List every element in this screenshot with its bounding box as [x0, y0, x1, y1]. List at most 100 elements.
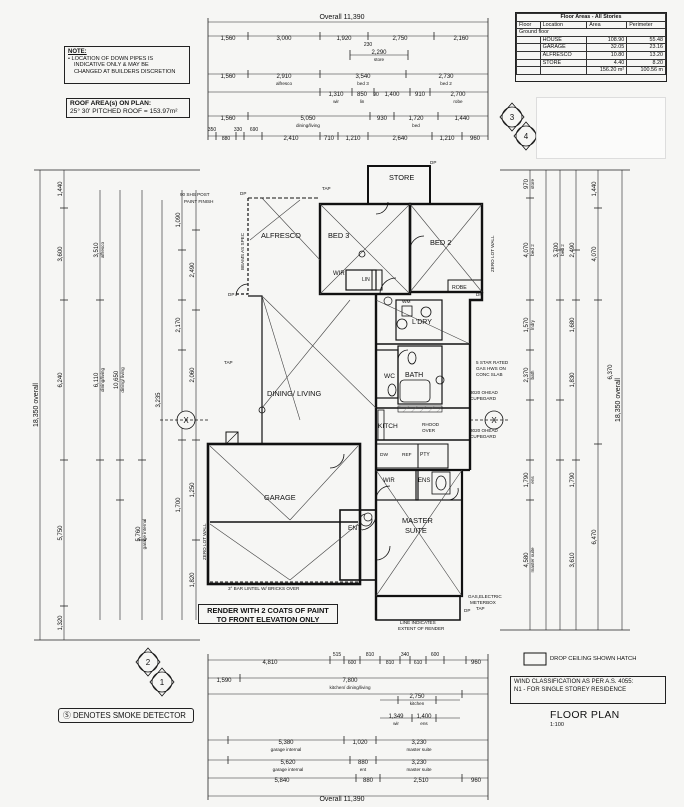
right-c2: 1,830: [570, 372, 576, 388]
left-c0: 1,090: [176, 212, 182, 228]
elevation-arrows: [135, 102, 539, 697]
areas-cell: HOUSE: [539, 35, 588, 45]
room-wc: WC: [384, 373, 395, 380]
drop-ceiling-legend-swatch: [523, 652, 547, 666]
section-markers: [137, 106, 537, 693]
bottom-dimensions: [207, 654, 489, 800]
areas-cell: 13.20: [626, 50, 666, 60]
overall-bottom: Overall 11,390: [319, 796, 364, 803]
top-r3-sub0: alfresco: [276, 81, 293, 86]
note-line1: • LOCATION OF DOWN PIPES IS: [68, 55, 154, 62]
over-label: OVER: [422, 428, 436, 433]
top-r6-2: 330: [234, 127, 243, 133]
room-dining: DINING/ LIVING: [267, 389, 321, 398]
left-c2: 3,235: [156, 392, 162, 408]
areas-header-floor: Floor: [516, 20, 541, 30]
bot-r1-3: 810: [366, 652, 375, 658]
left-b0-sub: alfresco: [100, 242, 105, 259]
right-c0: 2,490: [570, 242, 576, 258]
right-b6: 4,580: [524, 552, 530, 568]
areas-header-location: Location: [539, 20, 588, 30]
room-pty: PTY: [420, 452, 430, 458]
bot-r5-sub0: garage internal: [271, 747, 302, 752]
bot-r6-sub1: ent: [360, 767, 367, 772]
right-b1-sub: bed 2: [560, 244, 565, 256]
render-line2: TO FRONT ELEVATION ONLY: [216, 615, 320, 624]
room-dw: DW: [380, 452, 388, 458]
building-walls: [206, 165, 484, 621]
areas-cell: [516, 43, 541, 52]
top-r6-9: 960: [470, 136, 481, 142]
marker-x-left: X: [183, 416, 189, 425]
right-b2: 4,070: [524, 242, 530, 258]
bot-r6-0: 5,620: [280, 760, 296, 766]
cupboard1: 3020 OHEAD: [470, 390, 499, 395]
wind-line1: WIND CLASSIFICATION AS PER A.S. 4055:: [514, 679, 634, 685]
top-r4-sub0: wir: [333, 99, 339, 104]
rhood-label: RHOOD: [422, 422, 440, 427]
bot-r7-0: 5,840: [274, 778, 290, 784]
top-r4-sub1: lin: [360, 99, 365, 104]
room-ent: ENT.: [348, 525, 362, 532]
top-r5-4: 1,440: [454, 116, 470, 122]
roof-hatch-lines: [209, 197, 483, 597]
left-b2-sub: dining/ living: [120, 367, 125, 393]
areas-cell: STORE: [539, 58, 588, 68]
room-store: STORE: [389, 173, 414, 182]
downpipe-note: NOTE: • LOCATION OF DOWN PIPES IS INDICA…: [64, 46, 190, 84]
top-r3-sub2: bed 2: [440, 81, 452, 86]
top-r5-sub0: dining/living: [296, 123, 320, 128]
gas-label3: CONC SLAB: [476, 372, 503, 377]
bot-r4-sub1: ens: [420, 721, 428, 726]
right-b5-sub: ens: [530, 476, 535, 484]
top-r2a: 2,290: [371, 50, 387, 56]
left-c3: 1,700: [176, 497, 182, 513]
left-c1: 2,170: [176, 317, 182, 333]
marker-4: 4: [524, 132, 529, 141]
bot-r7-1: 880: [363, 778, 374, 784]
right-c4: 3,610: [570, 552, 576, 568]
right-b0: 970: [524, 178, 530, 189]
top-r3-0: 1,560: [220, 74, 236, 80]
right-a1: 4,070: [592, 246, 598, 262]
bot-r4-0: 1,349: [388, 714, 404, 720]
right-b3-sub: lndry: [530, 319, 535, 330]
bot-r2b-sub: kitchen/ dining/living: [329, 685, 371, 690]
render-line1: RENDER WITH 2 COATS OF PAINT: [207, 606, 329, 615]
top-r3-sub1: bed 3: [357, 81, 369, 86]
smoke-detectors: [363, 296, 393, 522]
left-b1: 6,110: [94, 372, 100, 387]
left-a1: 3,600: [58, 246, 64, 262]
areas-cell: [539, 66, 588, 75]
bot-r7-2: 2,510: [413, 778, 429, 784]
wind-classification: WIND CLASSIFICATION AS PER A.S. 4055: N1…: [510, 676, 666, 704]
areas-title: Floor Areas - All Stories: [516, 13, 666, 22]
bot-r6-2: 3,230: [411, 760, 427, 766]
right-b0-sub: store: [530, 178, 535, 189]
top-r4-2: 90: [373, 92, 379, 98]
table-row-total: 156.20 m² 100.56 m: [516, 66, 666, 75]
areas-cell: 8.20: [626, 58, 666, 68]
top-r6-1: 880: [222, 136, 231, 142]
top-r4-3: 1,400: [384, 92, 400, 98]
note-heading: NOTE:: [68, 49, 87, 55]
areas-cell: GARAGE: [539, 43, 588, 52]
drop-ceiling-hatch: [397, 405, 443, 413]
top-r6-0: 350: [208, 127, 217, 133]
top-r3-1: 2,910: [276, 74, 292, 80]
post-label2: PAINT FINISH: [184, 199, 213, 204]
left-b0: 3,510: [94, 242, 100, 258]
right-dimension-text: 18,350 overall 1,440 4,070 6,370 6,470 9…: [524, 178, 622, 572]
areas-cell: [516, 50, 541, 60]
meter-label: GAS,ELECTRIC: [468, 594, 502, 599]
areas-cell: [516, 35, 541, 45]
door-swings: [235, 201, 459, 561]
bot-r3-sub: kitchen: [410, 701, 425, 706]
top-r6-4: 2,410: [283, 136, 299, 142]
areas-cell: [516, 66, 541, 75]
marker-x-right: X: [491, 416, 497, 425]
right-a2: 6,370: [608, 364, 614, 380]
table-row: HOUSE 108.90 55.48: [516, 35, 666, 45]
gas-label: 5 STAR RATED: [476, 360, 509, 365]
